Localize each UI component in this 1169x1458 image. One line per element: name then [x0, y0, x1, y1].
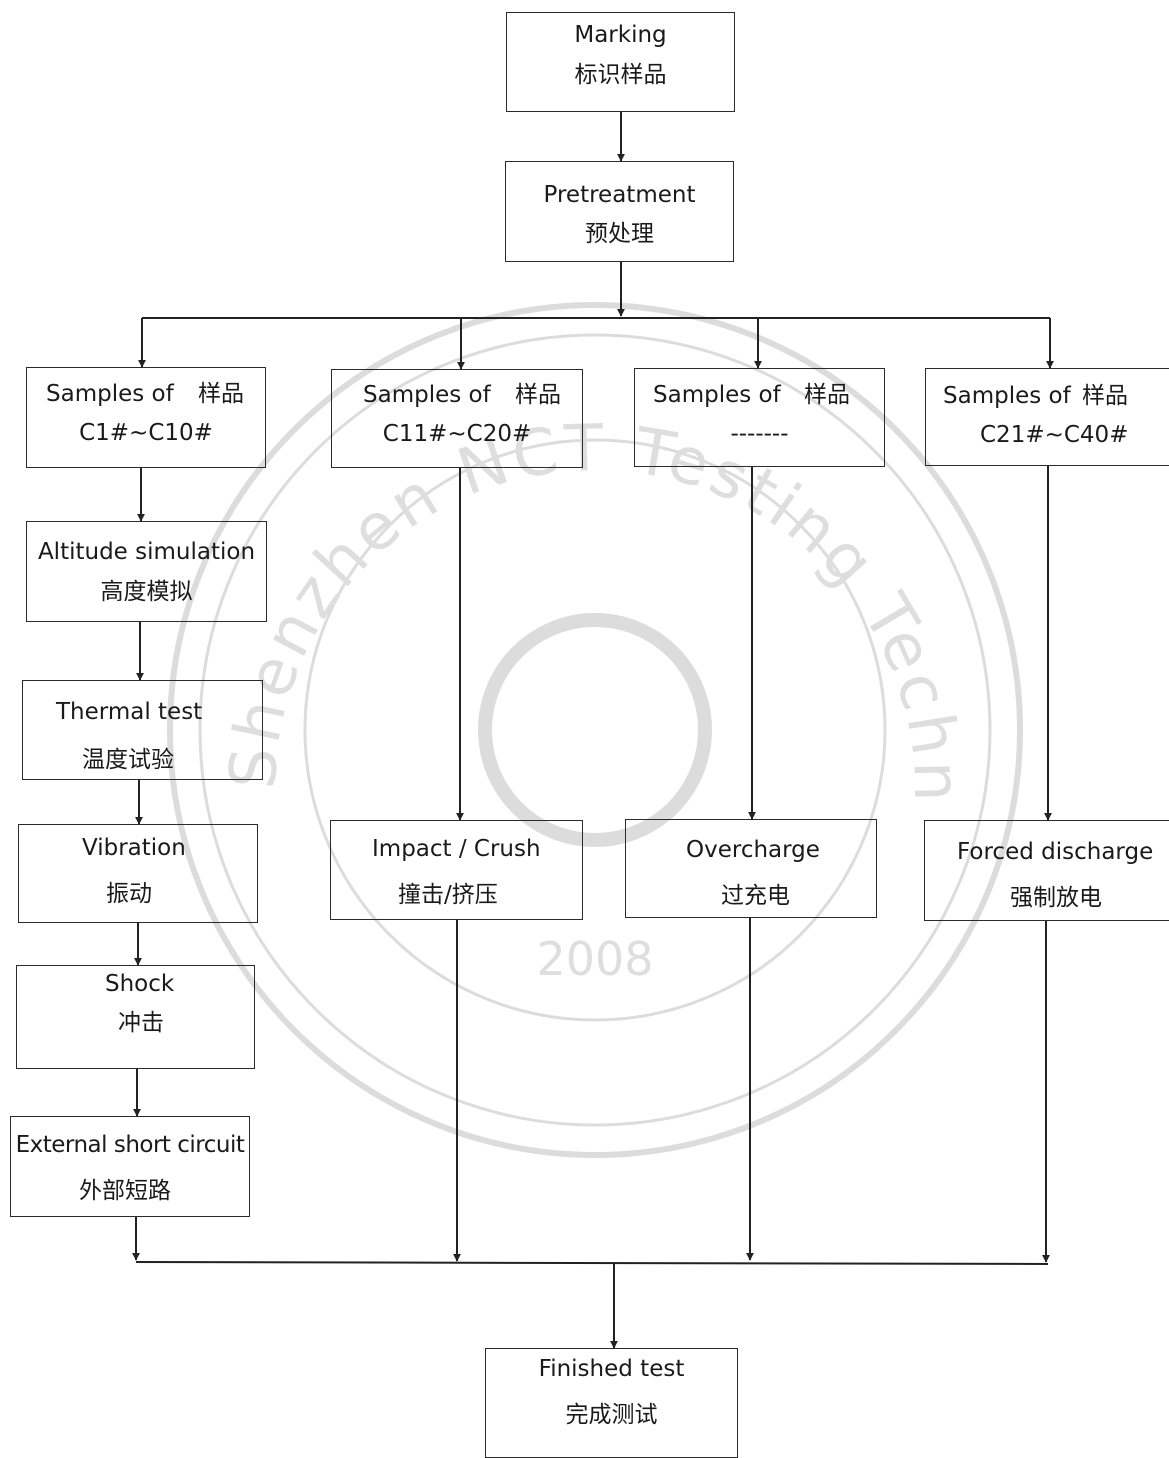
node-external-short-circuit: External short circuit 外部短路	[10, 1116, 250, 1217]
node-forced-discharge: Forced discharge 强制放电	[924, 820, 1169, 921]
node-shock-en: Shock	[105, 971, 175, 997]
node-samples-c11-en: Samples of	[363, 382, 491, 408]
node-samples-c1-c10: Samples of 样品 C1#~C10#	[26, 367, 266, 468]
node-shock: Shock 冲击	[16, 965, 255, 1069]
node-forced-discharge-cn: 强制放电	[1010, 885, 1102, 911]
node-finished-en: Finished test	[538, 1356, 685, 1382]
node-samples-c21-en: Samples of	[943, 383, 1071, 409]
node-samples-c21-cn: 样品	[1082, 383, 1128, 409]
node-samples-c21-c40: Samples of 样品 C21#~C40#	[925, 368, 1169, 466]
node-finished-test: Finished test 完成测试	[485, 1348, 738, 1458]
node-impact-crush: Impact / Crush 撞击/挤压	[330, 820, 583, 920]
node-thermal-test: Thermal test 温度试验	[22, 680, 263, 780]
node-samples-blank-ids: -------	[730, 421, 789, 447]
node-samples-blank-cn: 样品	[804, 382, 850, 408]
merge-bus-line	[135, 1261, 1049, 1265]
node-samples-c11-c20: Samples of 样品 C11#~C20#	[331, 369, 583, 468]
node-overcharge: Overcharge 过充电	[625, 819, 877, 918]
node-vibration: Vibration 振动	[18, 824, 258, 923]
node-vibration-en: Vibration	[82, 835, 186, 861]
node-short-circuit-cn: 外部短路	[79, 1178, 171, 1204]
node-altitude-cn: 高度模拟	[100, 579, 193, 605]
node-pretreatment-en: Pretreatment	[543, 182, 696, 208]
node-samples-blank-en: Samples of	[653, 382, 781, 408]
node-impact-cn: 撞击/挤压	[398, 882, 498, 908]
node-pretreatment-cn: 预处理	[585, 221, 654, 247]
node-forced-discharge-en: Forced discharge	[957, 839, 1154, 865]
node-samples-c11-cn: 样品	[515, 382, 561, 408]
node-thermal-cn: 温度试验	[82, 747, 174, 773]
node-finished-cn: 完成测试	[565, 1402, 658, 1428]
node-marking-cn: 标识样品	[574, 62, 667, 88]
node-short-circuit-en: External short circuit	[15, 1132, 245, 1158]
node-shock-cn: 冲击	[118, 1010, 164, 1036]
node-vibration-cn: 振动	[106, 881, 152, 907]
node-samples-c21-ids: C21#~C40#	[980, 422, 1129, 448]
node-impact-en: Impact / Crush	[372, 836, 541, 862]
node-altitude-simulation: Altitude simulation 高度模拟	[26, 521, 267, 622]
node-overcharge-en: Overcharge	[686, 837, 820, 863]
node-pretreatment: Pretreatment 预处理	[505, 161, 734, 262]
node-samples-c1-en: Samples of	[46, 381, 174, 407]
node-samples-c1-cn: 样品	[198, 381, 244, 407]
node-marking: Marking 标识样品	[506, 12, 735, 112]
node-samples-blank: Samples of 样品 -------	[634, 368, 885, 467]
node-altitude-en: Altitude simulation	[37, 539, 256, 565]
node-samples-c11-ids: C11#~C20#	[382, 421, 532, 447]
node-samples-c1-ids: C1#~C10#	[79, 420, 213, 446]
node-overcharge-cn: 过充电	[721, 883, 790, 909]
node-thermal-en: Thermal test	[56, 699, 203, 725]
node-marking-en: Marking	[574, 22, 667, 48]
